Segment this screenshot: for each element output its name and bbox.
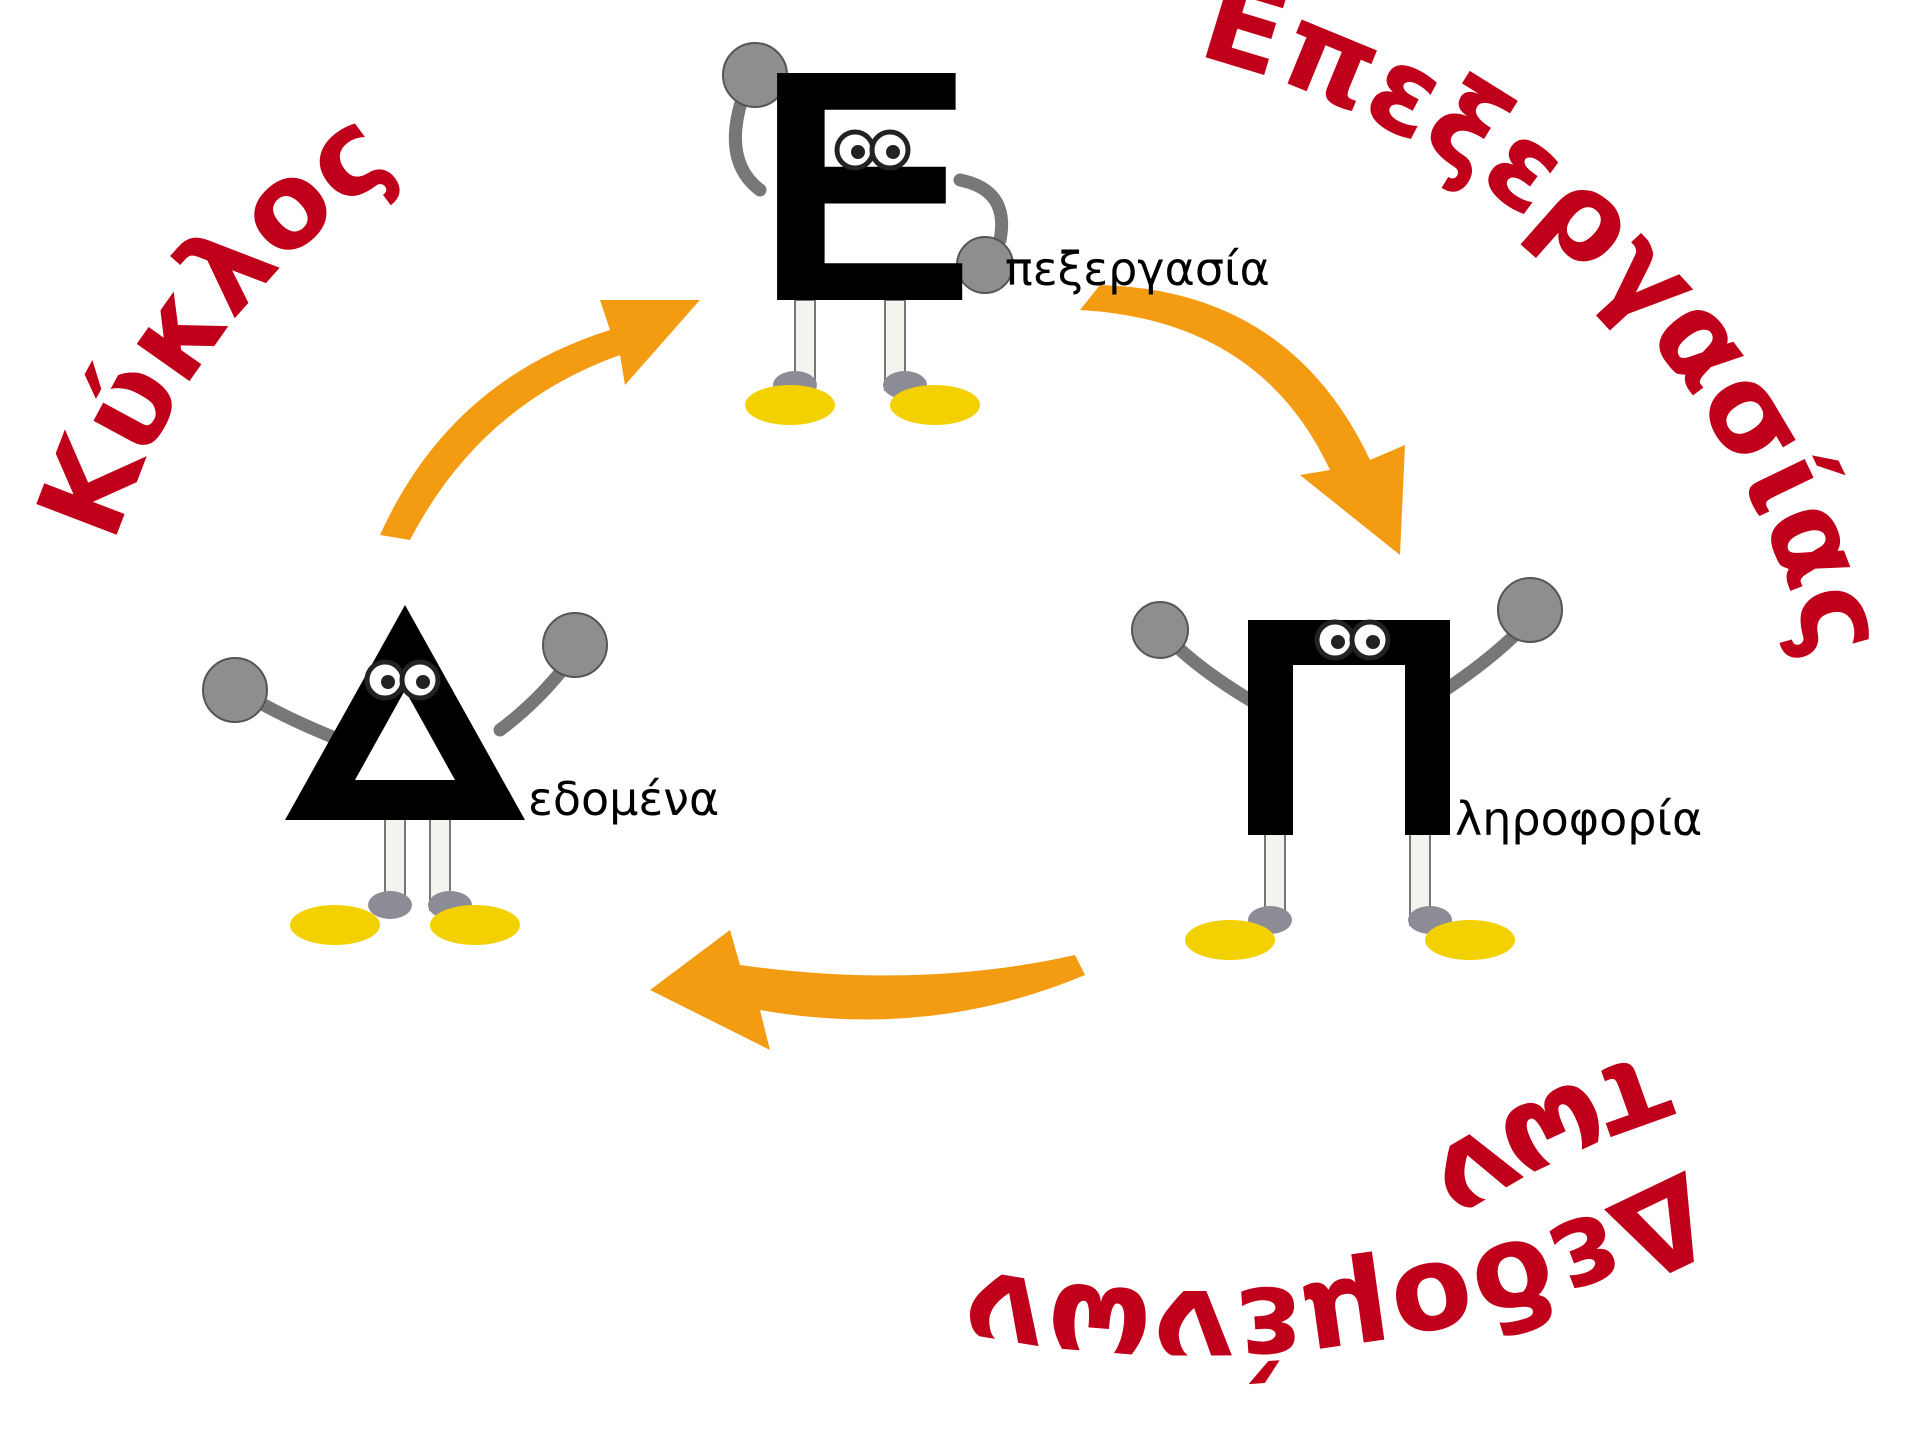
- arrow-processing-to-information: [1080, 285, 1405, 555]
- arrow-data-to-processing: [380, 300, 700, 540]
- pupil: [886, 145, 900, 159]
- character-epsilon: Ε πεξεργασία: [722, 1, 1270, 425]
- node-letter-epsilon: Ε: [755, 1, 975, 370]
- character-pi: Π ληροφορία: [0, 0, 1702, 960]
- pupil: [851, 145, 865, 159]
- hand: [202, 657, 268, 723]
- node-label-dedomena: εδομένα: [528, 772, 719, 826]
- arm: [953, 173, 1009, 247]
- arm: [1438, 623, 1527, 697]
- title-left-path: Κύκλος: [10, 81, 415, 555]
- shoe: [890, 385, 980, 425]
- node-letter-pi-shape: [1248, 620, 1450, 835]
- hand: [722, 42, 788, 108]
- node-letter-pi: Π: [0, 0, 1, 1]
- hand: [1131, 601, 1189, 659]
- cycle-arrows: [380, 285, 1405, 1050]
- shoe: [430, 905, 520, 945]
- title-word-kyklos: Κύκλος: [10, 81, 415, 555]
- node-label-epexergasia: πεξεργασία: [1005, 242, 1270, 296]
- arrow-information-to-data: [650, 930, 1085, 1050]
- arm: [1163, 633, 1257, 707]
- title-word-epexergasias: Επεξεργασίας: [1187, 0, 1907, 671]
- shoe: [290, 905, 380, 945]
- arm: [248, 693, 347, 747]
- pupil: [1331, 635, 1345, 649]
- shoe: [1425, 920, 1515, 960]
- node-label-pliroforia: ληροφορία: [1455, 792, 1702, 846]
- shoe: [745, 385, 835, 425]
- pupil: [1366, 635, 1380, 649]
- pupil: [416, 675, 430, 689]
- pupil: [381, 675, 395, 689]
- node-letter-delta: Δ: [0, 0, 1, 1]
- node-letter-delta-shape: [285, 605, 525, 820]
- hand: [542, 612, 608, 678]
- hand: [1497, 577, 1563, 643]
- sock: [368, 891, 412, 919]
- title-right-path: Επεξεργασίας: [1187, 0, 1907, 671]
- shoe: [1185, 920, 1275, 960]
- character-delta: Δ εδομένα: [0, 0, 719, 945]
- hand: [956, 236, 1014, 294]
